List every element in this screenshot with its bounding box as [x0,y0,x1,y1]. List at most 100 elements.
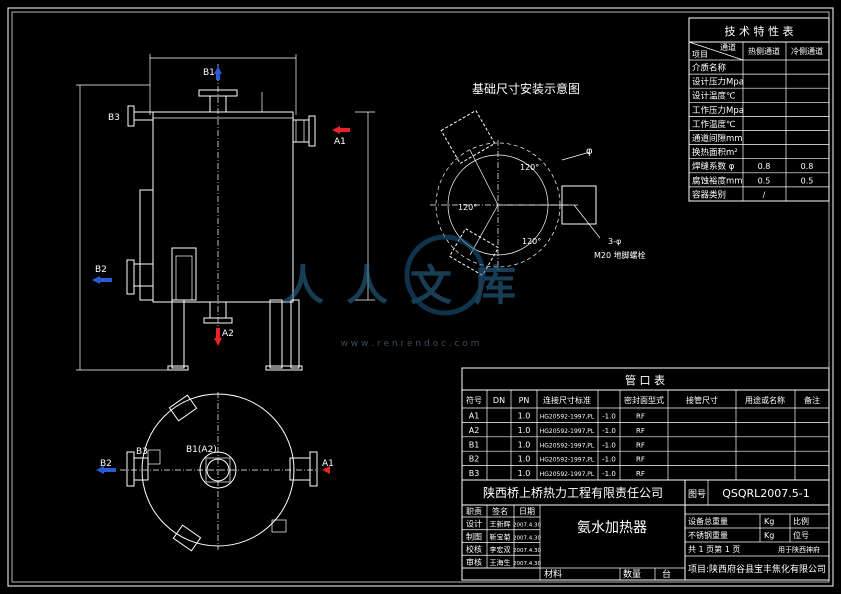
leg-base-right [265,365,303,371]
lug-bottom [172,524,202,552]
nozzle-face: RF [636,413,645,421]
nozzle-table-title: 管 口 表 [625,373,665,387]
plan-label-a1: A1 [322,459,334,469]
nozzle-code: -1.0 [602,413,616,421]
nozzle-symbol: A1 [469,412,480,421]
center-nozzle-outer [199,451,237,489]
phi-leader [561,151,591,161]
tech-row-hot: 0.5 [758,176,771,185]
a1-pipe [292,119,310,143]
plan-b2-flange [126,451,135,487]
foundation-pad-right [561,185,597,225]
label-b3: B3 [108,113,120,123]
total-weight-label: 设备总重量 [688,516,728,526]
sign-header: 签名 [492,506,508,516]
nozzle-header-cell: DN [493,396,505,405]
foundation-pad-top [440,109,496,165]
b2-flow-arrow [92,276,100,284]
nozzle-header-cell: 用途或名称 [745,395,785,405]
watermark-url: w w w . r e n r e n d o c . c o m [341,339,480,349]
b2-pipe [133,263,154,287]
client-tag: 用于陕西神府 [778,545,820,554]
tech-row-label: 腐蚀裕度mm [692,175,743,186]
signer-role: 制图 [466,531,482,541]
watermark: 人人文库 w w w . r e n r e n d o c . c o m [282,234,516,349]
signer-role: 校核 [466,544,482,554]
bolt-leader [573,204,601,239]
outer-frame [7,7,834,587]
tech-row-label: 通道间隙mm [692,133,743,144]
tech-header-channel: 通道 [720,42,736,52]
plan-label-b2: B2 [100,459,112,469]
label-a1: A1 [334,137,346,147]
qty-label: 数量 [623,568,641,580]
nozzle-code: -1.0 [602,427,616,435]
drawing-no-label: 图号 [688,489,706,500]
nozzle-header-cell: 备注 [804,395,820,405]
tech-rows: 介质名称设计压力Mpa设计温度℃工作压力Mpa工作温度℃通道间隙mm换热面积m²… [689,63,829,202]
nozzle-pn: 1.0 [518,426,531,435]
plan-b2-pipe [133,457,149,481]
kg-label-1: Kg [764,517,774,526]
signer-role: 审核 [466,557,482,567]
nozzle-code: -1.0 [602,456,616,464]
product-name: 氨水加热器 [577,520,647,536]
material-label: 材料 [544,568,562,580]
nozzle-header-cell: 连接尺寸标准 [543,395,591,405]
tech-table-title: 技 术 特 性 表 [725,24,794,38]
watermark-logo-ring [404,234,486,316]
nozzle-symbol: A2 [469,426,480,435]
tech-table: 技 术 特 性 表 项目 通道 热侧通道 冷侧通道 介质名称设计压力Mpa设计温… [688,17,830,202]
angle-label-2: 120° [458,203,477,212]
nozzle-pn: 1.0 [518,440,531,449]
nozzle-code: -1.0 [602,470,616,478]
angle-label-3: 120° [522,237,541,246]
label-b2: B2 [95,265,107,275]
nozzle-symbol: B1 [469,440,480,449]
a2-flow-stem [216,328,220,338]
position-label: 位号 [793,530,809,540]
nozzle-cols [486,390,796,480]
plan-label-b3: B3 [136,447,148,457]
bolt-note-label: M20 地脚螺栓 [594,250,646,260]
tech-header-diag [688,41,744,61]
a1-flange [308,115,316,147]
client-name: 项目:陕西府谷县宝丰焦化有限公司 [688,563,826,575]
scale-label: 比例 [793,516,809,526]
support-leg-left [171,299,185,369]
tech-row-hot: / [763,190,766,199]
signer-name: 王海生 [490,558,511,567]
sign-header: 日期 [519,507,535,516]
vessel-shell [152,111,294,303]
nozzle-std: HG20592-1997,PL [540,414,595,421]
plan-view: B1(A2) B2 B3 A1 [96,392,334,552]
nozzle-code: -1.0 [602,441,616,449]
tech-row-cold: 0.5 [801,176,814,185]
signer-date: 2007.4.30 [513,523,541,529]
lug-right [271,519,287,533]
foundation-title: 基础尺寸安装示意图 [472,81,580,96]
label-a2: A2 [222,329,234,339]
nozzle-header-cell: PN [519,396,530,405]
plan-b3-nozzle [147,449,161,465]
a2-flow-arrow [214,338,222,346]
a1-flow-arrow [332,126,340,134]
label-b1a2: B1(A2) [186,445,217,455]
title-block: 陕西桥上桥热力工程有限责任公司 图号 QSQRL2007.5-1 氨水加热器 职… [461,479,830,581]
inner-frame [11,11,830,583]
tech-header-item: 项目 [692,50,708,59]
a2-flange [203,317,233,324]
tech-row-label: 设计压力Mpa [692,77,744,88]
company-name: 陕西桥上桥热力工程有限责任公司 [483,485,663,500]
signer-date: 2007.4.30 [513,535,541,541]
tech-row-label: 工作温度℃ [692,119,736,130]
signer-role: 设计 [466,519,482,529]
nozzle-symbol: B3 [469,469,480,478]
center-nozzle-frame [205,457,231,483]
nozzle-face: RF [636,427,645,435]
